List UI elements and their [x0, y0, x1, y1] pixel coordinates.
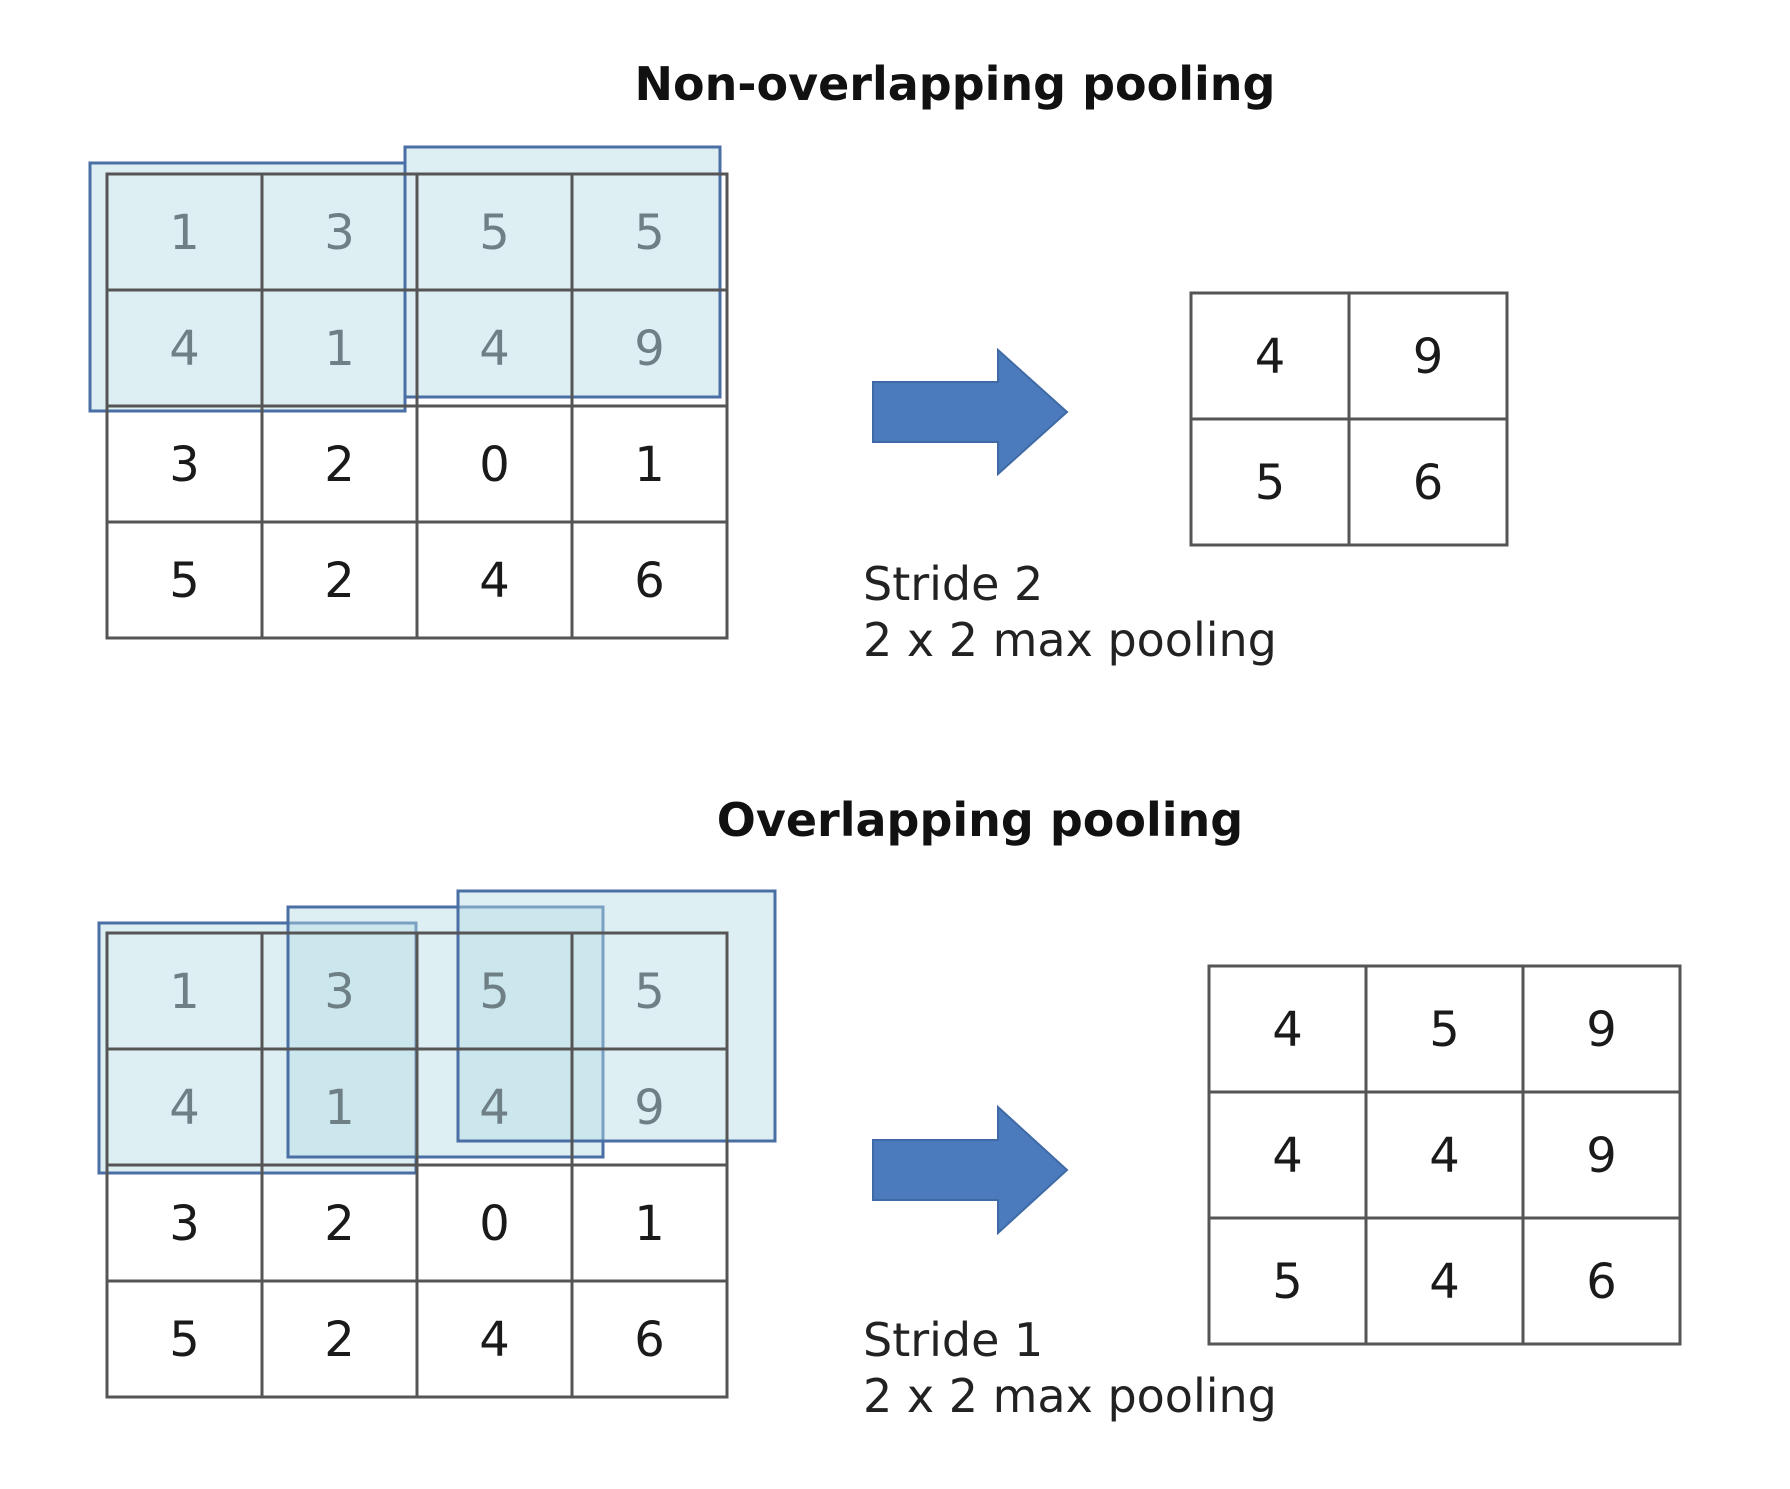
grid-cell-value: 5 [1272, 1254, 1303, 1310]
pool-label: 2 x 2 max pooling [863, 1369, 1277, 1423]
pooling-window [403, 145, 722, 399]
grid-cell-value: 2 [324, 553, 355, 609]
grid-cell-value: 4 [1272, 1002, 1303, 1058]
grid-cell-value: 4 [169, 1080, 200, 1136]
grid-cell-value: 5 [634, 205, 665, 261]
pooling-window [88, 161, 407, 413]
grid-cell-value: 3 [324, 205, 355, 261]
grid-cell-value: 9 [1413, 329, 1444, 385]
grid-cell-value: 5 [169, 553, 200, 609]
grid-cell-value: 9 [1586, 1002, 1617, 1058]
grid-cell-value: 6 [1586, 1254, 1617, 1310]
grid-cell-value: 5 [479, 205, 510, 261]
grid-cell-value: 4 [479, 553, 510, 609]
grid-frame [1207, 964, 1682, 1346]
grid-cell-value: 5 [169, 1312, 200, 1368]
grid-cell-value: 6 [634, 1312, 665, 1368]
input-grid: 1 3 5 5 4 1 4 9 3 2 0 1 5 2 4 6 [105, 172, 729, 640]
grid-cell-value: 4 [1429, 1254, 1460, 1310]
right-arrow-icon [872, 1104, 1069, 1236]
stride-label: Stride 1 [863, 1313, 1043, 1367]
input-grid: 1 3 5 5 4 1 4 9 3 2 0 1 5 2 4 6 [105, 931, 729, 1399]
grid-cell-value: 0 [479, 1196, 510, 1252]
pooling-window [286, 905, 605, 1159]
output-grid: 4 9 5 6 [1189, 291, 1509, 547]
section-title: Overlapping pooling [717, 793, 1243, 847]
grid-cell-value: 6 [634, 553, 665, 609]
stride-label: Stride 2 [863, 557, 1043, 611]
grid-cell-value: 1 [324, 1080, 355, 1136]
section-non-overlapping: Non-overlapping pooling 1 3 5 5 4 1 4 9 3 2 0 1 5 2 4 6… [88, 57, 1509, 667]
grid-cell-value: 9 [1586, 1128, 1617, 1184]
grid-cell-value: 2 [324, 1196, 355, 1252]
grid-cell-value: 4 [1255, 329, 1286, 385]
grid-cell-value: 3 [324, 964, 355, 1020]
grid-cell-value: 4 [479, 321, 510, 377]
grid-cell-value: 4 [169, 321, 200, 377]
grid-cell-value: 1 [169, 964, 200, 1020]
grid-cell-value: 6 [1413, 455, 1444, 511]
output-grid: 4 5 9 4 4 9 5 4 6 [1207, 964, 1682, 1346]
section-overlapping: Overlapping pooling 1 3 5 5 4 1 4 9 3 2 0 1 5 2 4 6 4 5 9… [97, 793, 1682, 1423]
pool-label: 2 x 2 max pooling [863, 613, 1277, 667]
pooling-windows [88, 145, 722, 413]
grid-cell-value: 4 [479, 1080, 510, 1136]
grid-cell-value: 1 [634, 437, 665, 493]
right-arrow-icon [872, 347, 1069, 477]
grid-cell-value: 5 [1429, 1002, 1460, 1058]
grid-cell-value: 0 [479, 437, 510, 493]
grid-cell-value: 1 [634, 1196, 665, 1252]
grid-cell-value: 4 [479, 1312, 510, 1368]
section-title: Non-overlapping pooling [635, 57, 1276, 111]
grid-cell-value: 1 [169, 205, 200, 261]
grid-cell-value: 3 [169, 1196, 200, 1252]
grid-cell-value: 2 [324, 437, 355, 493]
grid-cell-value: 5 [634, 964, 665, 1020]
grid-cell-value: 9 [634, 1080, 665, 1136]
grid-cell-value: 1 [324, 321, 355, 377]
grid-cell-value: 4 [1272, 1128, 1303, 1184]
grid-cell-value: 4 [1429, 1128, 1460, 1184]
grid-cell-value: 5 [1255, 455, 1286, 511]
grid-cell-value: 5 [479, 964, 510, 1020]
grid-cell-value: 3 [169, 437, 200, 493]
grid-cell-value: 2 [324, 1312, 355, 1368]
grid-cell-value: 9 [634, 321, 665, 377]
